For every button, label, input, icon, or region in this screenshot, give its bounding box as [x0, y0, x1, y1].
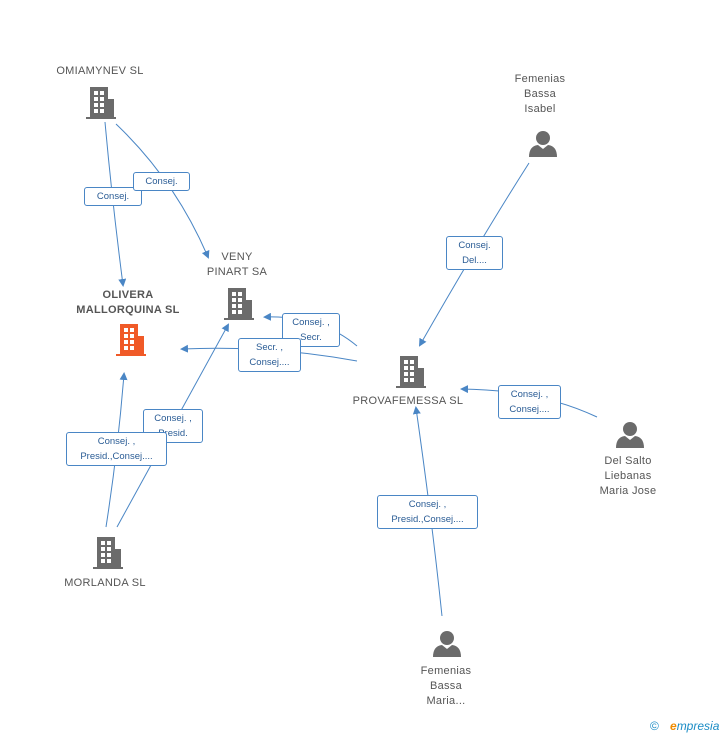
brand-initial: e — [670, 719, 677, 733]
node-label-provafemessa[interactable]: PROVAFEMESSA SL — [338, 394, 478, 409]
node-label-olivera[interactable]: OLIVERA MALLORQUINA SL — [58, 288, 198, 318]
edge-label-omiamynev-olivera[interactable]: Consej. — [84, 187, 142, 206]
edge-label-text: Consej. , — [154, 413, 192, 424]
person-icon[interactable] — [616, 422, 644, 448]
node-label-femenias-maria[interactable]: Femenias Bassa Maria... — [396, 664, 496, 709]
node-label-text: OMIAMYNEV SL — [56, 65, 144, 77]
node-label-text: Isabel — [524, 103, 556, 115]
edge-label-text: Consej. , — [408, 499, 447, 510]
building-icon[interactable] — [116, 324, 146, 356]
building-icon[interactable] — [224, 288, 254, 320]
edge-label-delsalto-provafemessa[interactable]: Consej. , Consej.... — [498, 385, 561, 419]
node-label-text: PINART SA — [206, 266, 268, 278]
edge-label-text: Presid. — [158, 428, 188, 439]
edge-label-text: Consej. — [145, 176, 178, 187]
edge-label-text: Secr. — [300, 332, 322, 343]
node-label-omiamynev[interactable]: OMIAMYNEV SL — [40, 64, 160, 79]
node-label-text: VENY — [221, 251, 253, 263]
node-label-text: PROVAFEMESSA SL — [352, 395, 464, 407]
edge-label-text: Del.... — [462, 255, 487, 266]
node-label-text: Bassa — [429, 680, 463, 692]
edge-label-text: Consej.... — [509, 404, 550, 415]
node-label-femenias-isabel[interactable]: Femenias Bassa Isabel — [490, 72, 590, 117]
node-label-veny[interactable]: VENY PINART SA — [187, 250, 287, 280]
edge-label-text: Consej. , — [510, 389, 549, 400]
edge-label-text: Consej. — [458, 240, 491, 251]
edge-label-text: Presid.,Consej.... — [391, 514, 464, 525]
node-label-text: OLIVERA — [102, 289, 154, 301]
edge-label-text: Consej.... — [249, 357, 290, 368]
building-icon[interactable] — [86, 87, 116, 119]
person-icon[interactable] — [433, 631, 461, 657]
node-label-text: Femenias — [514, 73, 566, 85]
edge-label-morlanda-olivera[interactable]: Consej. , Presid.,Consej.... — [66, 432, 167, 466]
edge-label-isabel-provafemessa[interactable]: Consej. Del.... — [446, 236, 503, 270]
node-label-morlanda[interactable]: MORLANDA SL — [45, 576, 165, 591]
node-label-text: Maria... — [426, 695, 466, 707]
node-label-del-salto[interactable]: Del Salto Liebanas Maria Jose — [578, 454, 678, 499]
brand-name: mpresia — [676, 719, 720, 733]
node-label-text: Del Salto — [604, 455, 652, 467]
node-label-text: Femenias — [420, 665, 472, 677]
edge-label-text: Consej. , — [97, 436, 136, 447]
building-icon[interactable] — [93, 537, 123, 569]
edge-label-omiamynev-veny[interactable]: Consej. — [133, 172, 190, 191]
node-label-text: MORLANDA SL — [64, 577, 146, 589]
brand-logo[interactable]: empresia — [670, 719, 719, 733]
edge-label-text: Secr. , — [256, 342, 283, 353]
node-label-text: Maria Jose — [599, 485, 657, 497]
copyright-icon: © — [650, 719, 659, 733]
node-label-text: Bassa — [523, 88, 557, 100]
edge-label-provafemessa-olivera[interactable]: Secr. , Consej.... — [238, 338, 301, 372]
edge-label-text: Presid.,Consej.... — [80, 451, 153, 462]
edge-label-maria-provafemessa[interactable]: Consej. , Presid.,Consej.... — [377, 495, 478, 529]
edge-label-text: Consej. — [96, 191, 130, 202]
edge-label-text: Consej. , — [292, 317, 330, 328]
building-icon[interactable] — [396, 356, 426, 388]
person-icon[interactable] — [529, 131, 557, 157]
node-label-text: MALLORQUINA SL — [76, 304, 180, 316]
node-label-text: Liebanas — [604, 470, 652, 482]
